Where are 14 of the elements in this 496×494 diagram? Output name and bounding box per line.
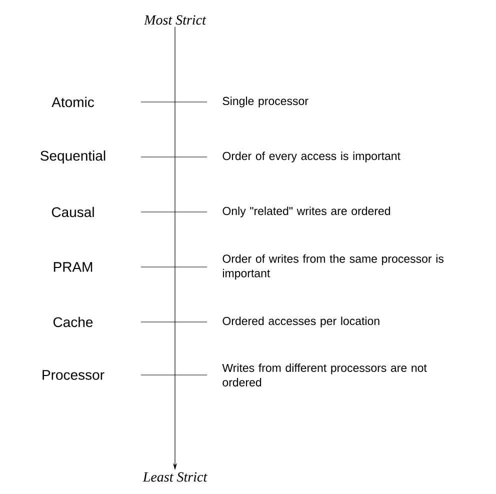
description: Writes from different processors are not ordered xyxy=(222,364,427,386)
description: Only "related" writes are ordered xyxy=(222,206,390,218)
description: Order of writes from the same processor is important xyxy=(222,254,444,280)
description: Single processor xyxy=(222,96,308,108)
model-name: Sequential xyxy=(40,150,106,164)
description: Order of every access is important xyxy=(222,152,400,162)
model-name: Cache xyxy=(53,316,93,328)
model-name: Processor xyxy=(42,370,104,380)
end-label: Most Strict xyxy=(144,15,206,25)
end-label: Least Strict xyxy=(142,472,208,482)
model-name: Atomic xyxy=(52,96,94,108)
model-name: PRAM xyxy=(54,262,92,272)
description: Ordered accesses per location xyxy=(222,316,380,328)
model-name: Causal xyxy=(52,206,94,218)
